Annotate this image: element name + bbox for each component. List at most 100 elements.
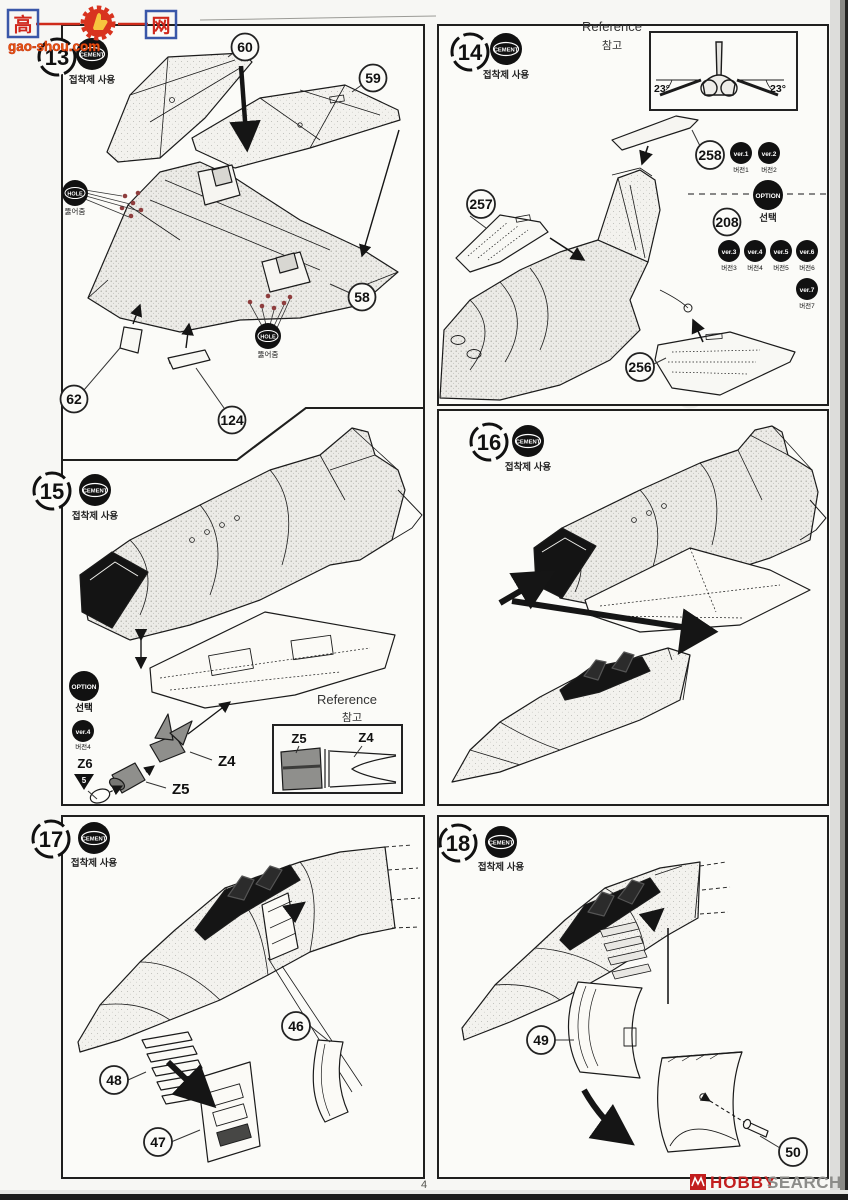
- part-label-50: 50: [785, 1144, 801, 1160]
- cement-label: CEMENT: [80, 53, 105, 59]
- step-13-arrows: [130, 65, 400, 349]
- part-label-z4: Z4: [218, 753, 236, 770]
- ver2-badge: [758, 142, 780, 164]
- cement-icon: [78, 822, 110, 854]
- ver1-ko: 버전1: [733, 165, 749, 174]
- step-15-number: 15: [40, 479, 64, 504]
- step-17-number: 17: [39, 827, 63, 852]
- part-label-60: 60: [237, 39, 253, 55]
- panel-15: 15 CEMENT 접착제 사용: [32, 427, 423, 804]
- page-number: 4: [421, 1179, 427, 1191]
- thumb-icon: [93, 13, 108, 30]
- svg-text:ver.4: ver.4: [748, 249, 763, 256]
- drill-holes: [119, 190, 293, 311]
- svg-text:ver.5: ver.5: [774, 249, 789, 256]
- part-label-257: 257: [469, 196, 493, 212]
- cement-note: 접착제 사용: [72, 510, 119, 522]
- step-14-callouts: 258 ver.1 버전1 ver.2 버전2 257 208 ver.3 버전…: [466, 129, 818, 382]
- cement-label: CEMENT: [516, 440, 541, 446]
- cement-icon: [512, 425, 544, 457]
- cement-icon: [76, 38, 108, 70]
- anhedral-angle-right: 23°: [770, 83, 786, 95]
- hole-label: HOLE: [260, 335, 276, 341]
- watermark-domain: gao-shou.com: [8, 39, 100, 54]
- step-14-reference: Reference 참고 23° 23°: [582, 19, 798, 111]
- step-13-callouts: 60 59 58 62 124: [59, 32, 388, 435]
- ref-z4-label: Z4: [358, 730, 374, 745]
- cement-note: 접착제 사용: [69, 74, 116, 86]
- step-15-arrows: [109, 628, 232, 796]
- part-label-49: 49: [533, 1032, 549, 1048]
- step-17-header: 17 CEMENT 접착제 사용: [31, 819, 118, 869]
- ver5-ko: 버전5: [773, 263, 789, 272]
- reference-label-ko: 참고: [342, 711, 362, 724]
- watermark-char-left: 高: [13, 13, 32, 36]
- hole-icon: [62, 180, 88, 206]
- cement-icon: [490, 33, 522, 65]
- step-14-drawing: [439, 115, 796, 401]
- anhedral-angle-left: 23°: [654, 83, 670, 95]
- hobbysearch-word1: HOBBY: [710, 1173, 776, 1192]
- cement-icon: [79, 474, 111, 506]
- step-14-header: 14 CEMENT 접착제 사용: [450, 32, 530, 81]
- hole-label: HOLE: [67, 192, 83, 198]
- reference-label-en: Reference: [317, 692, 377, 707]
- ver4-ko: 버전4: [747, 263, 763, 272]
- reference-label-en: Reference: [582, 19, 642, 34]
- svg-text:ver.2: ver.2: [762, 151, 777, 158]
- option-icon: [69, 671, 99, 701]
- option-icon: [753, 180, 783, 210]
- ver4-badge: [72, 720, 94, 742]
- part-label-124: 124: [220, 412, 244, 428]
- part-label-208: 208: [715, 214, 739, 230]
- step-15-drawing: [79, 427, 423, 804]
- ver7-badge: [796, 278, 818, 300]
- part-label-47: 47: [150, 1134, 166, 1150]
- hole-icon: [255, 323, 281, 349]
- step-17-arrows: [165, 901, 306, 1109]
- step-14-number: 14: [458, 40, 483, 65]
- decal-number: 5: [82, 776, 87, 785]
- option-note: 선택: [75, 702, 92, 714]
- step-18-callouts: 49 50: [526, 1025, 808, 1167]
- part-label-59: 59: [365, 70, 381, 86]
- step-15-badges: OPTION 선택 ver.4 버전4 Z6 5: [69, 671, 99, 800]
- step-16-drawing: [451, 425, 827, 783]
- cement-icon: [485, 826, 517, 858]
- option-label: OPTION: [72, 684, 97, 691]
- cement-note: 접착제 사용: [483, 69, 530, 81]
- hole-note: 뚫어줌: [258, 349, 279, 359]
- part-label-256: 256: [628, 359, 652, 375]
- ver4-ko: 버전4: [75, 742, 91, 751]
- cement-note: 접착제 사용: [505, 461, 552, 473]
- watermark-char-right: 网: [151, 16, 170, 37]
- hobbysearch-word2: SEARCH: [767, 1173, 842, 1192]
- option-note: 선택: [759, 212, 776, 224]
- svg-text:ver.7: ver.7: [800, 287, 815, 294]
- svg-text:ver.4: ver.4: [76, 729, 91, 736]
- panel-16: 16 CEMENT 접착제 사용: [451, 422, 827, 783]
- part-label-z6: Z6: [77, 756, 92, 771]
- part-label-z5: Z5: [172, 781, 190, 798]
- hole-badge-1: HOLE 뚫어줌: [62, 180, 140, 218]
- step-14-arrows: [549, 145, 705, 343]
- ver1-badge: [730, 142, 752, 164]
- cement-note: 접착제 사용: [71, 857, 118, 869]
- step-15-reference: Reference 참고 Z5 Z4: [272, 692, 403, 794]
- ver6-badge: [796, 240, 818, 262]
- cement-note: 접착제 사용: [478, 861, 525, 873]
- step-18-arrows: [581, 907, 745, 1146]
- svg-text:ver.3: ver.3: [722, 249, 737, 256]
- step-13-number: 13: [45, 45, 69, 70]
- step-13-header: 13 CEMENT 접착제 사용: [37, 37, 116, 86]
- option-label: OPTION: [756, 193, 781, 200]
- step-16-number: 16: [477, 430, 501, 455]
- step-18-header: 18 CEMENT 접착제 사용: [438, 823, 525, 873]
- svg-text:ver.1: ver.1: [734, 151, 749, 158]
- panel-18: 18 CEMENT 접착제 사용: [438, 823, 808, 1167]
- ver4-badge: [744, 240, 766, 262]
- step-16-header: 16 CEMENT 접착제 사용: [469, 422, 552, 473]
- option-badge-14: OPTION 선택: [753, 180, 783, 224]
